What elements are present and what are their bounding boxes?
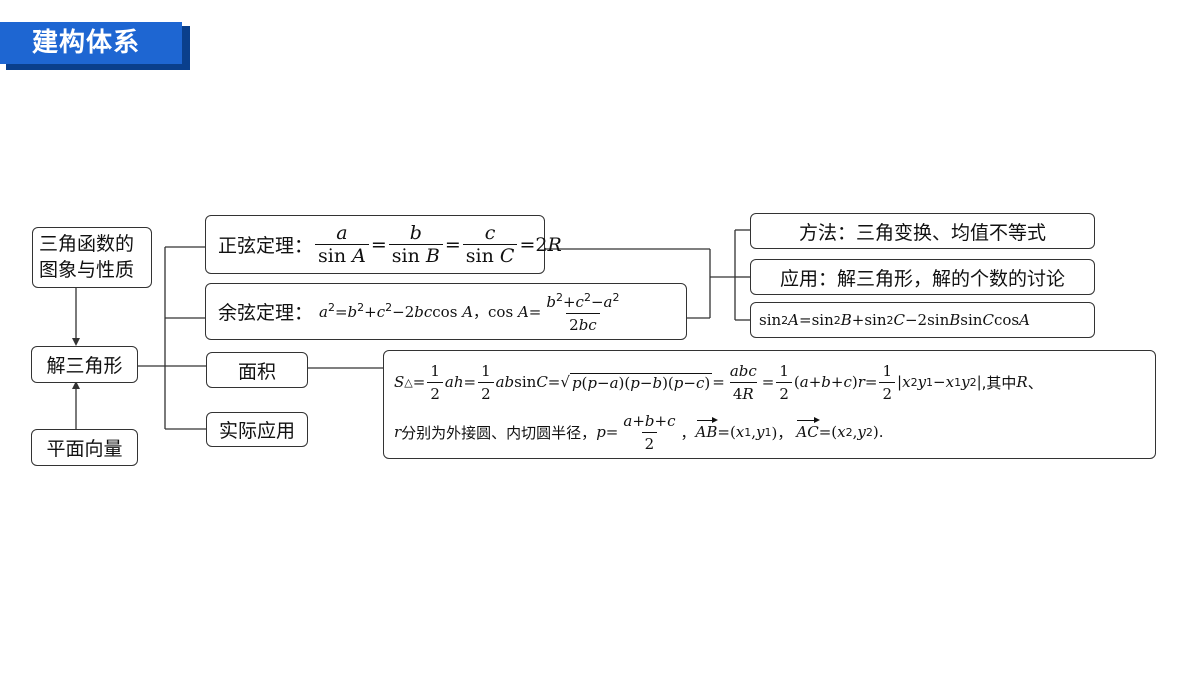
application-box: 应用：解三角形，解的个数的讨论 — [750, 259, 1095, 295]
solve-triangle-box: 解三角形 — [31, 346, 138, 383]
cosine-theorem-label: 余弦定理： — [218, 302, 314, 324]
radius-text: 分别为外接圆、内切圆半径， — [401, 423, 597, 442]
section-banner: 建构体系 — [0, 22, 190, 70]
area-label: 面积 — [237, 360, 276, 383]
trig-box-line1: 三角函数的 — [39, 233, 135, 255]
solve-triangle-label: 解三角形 — [46, 355, 123, 377]
plane-vector-box: 平面向量 — [31, 429, 138, 466]
vector-ab: AB — [695, 417, 719, 441]
where-text: ,其中 — [981, 373, 1017, 392]
vector-ac: AC — [796, 417, 821, 441]
application-label: 应用：解三角形，解的个数的讨论 — [779, 267, 1065, 290]
practical-application-label: 实际应用 — [218, 420, 295, 442]
practical-application-box: 实际应用 — [206, 412, 308, 447]
fraction: b2+c2−a2 2bc — [546, 291, 620, 334]
cosine-theorem-box: 余弦定理： a2=b2+c2−2bccos A，cos A= b2+c2−a2 … — [205, 283, 687, 340]
area-box: 面积 — [206, 352, 308, 388]
trig-box-line2: 图象与性质 — [39, 259, 135, 281]
trig-functions-box: 三角函数的 图象与性质 — [32, 227, 152, 288]
method-label: 方法：三角变换、均值不等式 — [798, 221, 1046, 244]
method-box: 方法：三角变换、均值不等式 — [750, 213, 1095, 249]
sine-theorem-label: 正弦定理： — [218, 235, 314, 257]
section-title: 建构体系 — [0, 22, 182, 64]
plane-vector-label: 平面向量 — [46, 438, 123, 460]
